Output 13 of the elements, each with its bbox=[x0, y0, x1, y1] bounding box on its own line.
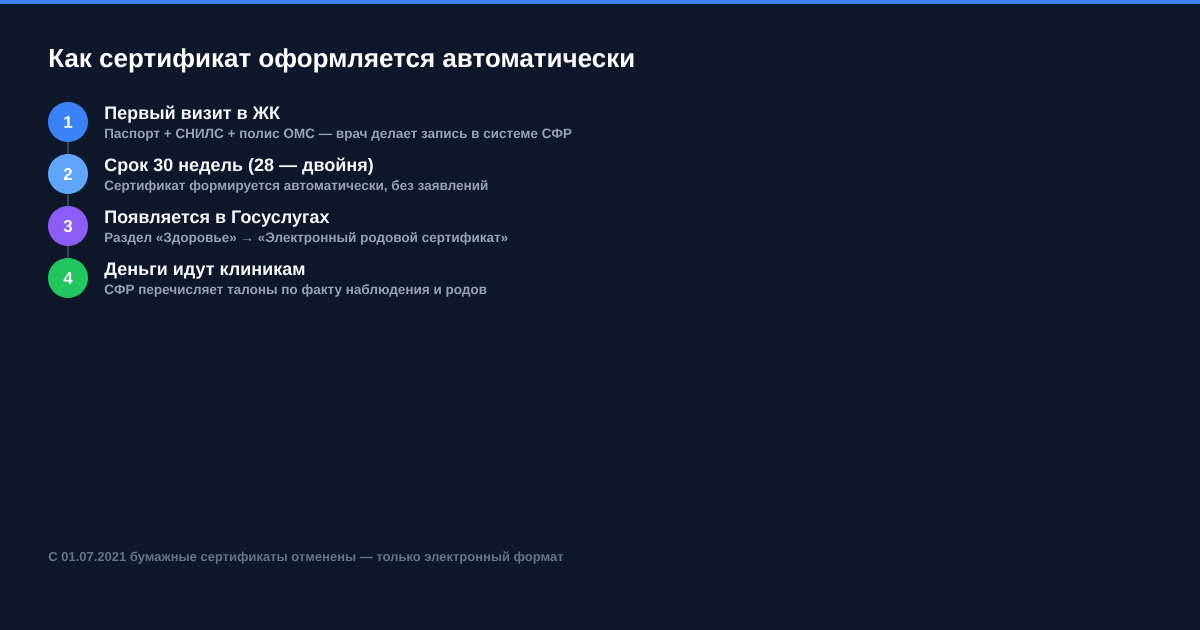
connector-line bbox=[67, 193, 69, 207]
step-title: Срок 30 недель (28 — двойня) bbox=[104, 157, 373, 175]
step-title: Появляется в Госуслугах bbox=[105, 210, 330, 227]
step-description: СФР перечисляет талоны по факту наблюдения и родов bbox=[104, 284, 487, 297]
footnote: С 01.07.2021 бумажные сертификаты отменены — только электронный формат bbox=[48, 551, 564, 564]
connector-line bbox=[67, 141, 69, 155]
step-description: Паспорт + СНИЛС + полис ОМС — врач делает запись в системе СФР bbox=[105, 128, 572, 141]
step-description: Раздел «Здоровье» → «Электронный родовой сертификат» bbox=[105, 231, 508, 245]
step-title: Деньги идут клиникам bbox=[104, 262, 305, 279]
connector-line bbox=[67, 245, 69, 259]
title: Как сертификат оформляется автоматически bbox=[49, 48, 634, 73]
step-description: Сертификат формируется автоматически, без заявлений bbox=[104, 179, 488, 193]
step-title: Первый визит в ЖК bbox=[105, 105, 280, 123]
